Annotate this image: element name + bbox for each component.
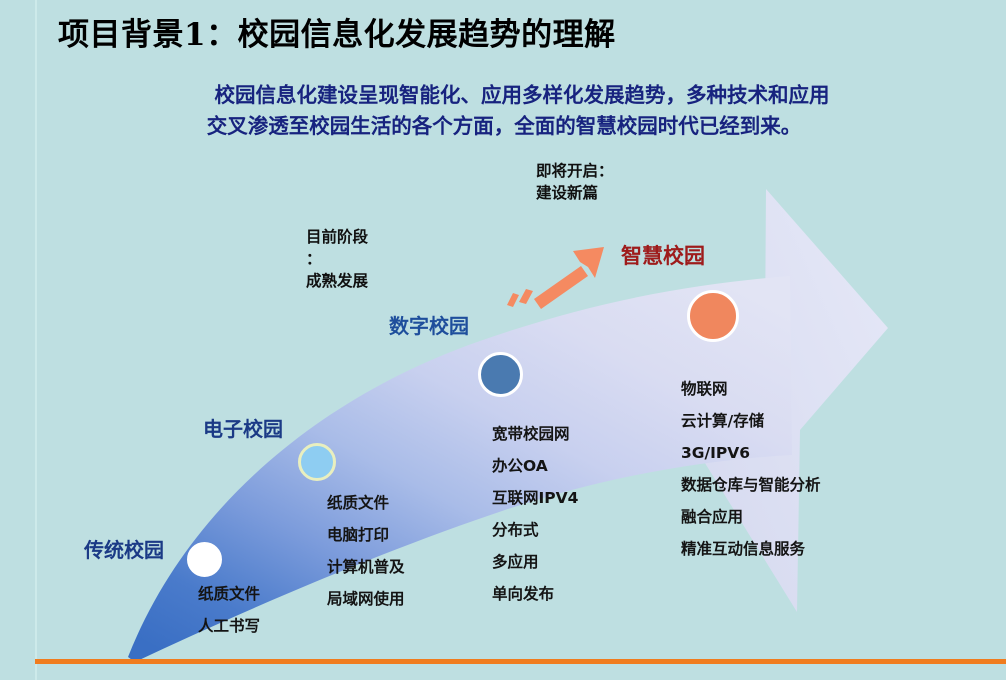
milestone-node-traditional — [187, 542, 222, 577]
feature-item: 分布式 — [492, 521, 539, 539]
stage-label-smart: 智慧校园 — [621, 244, 705, 268]
orange-arrow-head — [573, 247, 604, 278]
feature-list-traditional: 纸质文件人工书写 — [198, 578, 260, 642]
feature-item: 办公OA — [492, 457, 548, 475]
feature-item: 云计算/存储 — [681, 412, 765, 430]
feature-item: 纸质文件 — [327, 494, 390, 512]
feature-item: 3G/IPV6 — [681, 444, 751, 462]
feature-list-smart: 物联网云计算/存储 3G/IPV6 数据仓库与智能分析融合应用精准互动信息服务 — [681, 373, 821, 565]
annotation-current-line-1: 目前阶段 — [306, 228, 369, 246]
milestone-node-electronic — [298, 443, 336, 481]
orange-arrow-dash-2 — [519, 289, 533, 304]
feature-item: 局域网使用 — [327, 590, 405, 608]
feature-item: 精准互动信息服务 — [681, 540, 806, 558]
annotation-future-stage: 即将开启： 建设新篇 — [536, 160, 614, 204]
annotation-current-stage: 目前阶段 ： 成熟发展 — [306, 226, 368, 292]
feature-item: 人工书写 — [198, 617, 261, 635]
stage-label-electronic: 电子校园 — [203, 417, 283, 441]
bottom-accent-rule — [35, 659, 1006, 664]
highlight-orange-arrow — [507, 247, 604, 309]
annotation-future-line-1: 即将开启： — [536, 162, 614, 180]
left-divider-rule — [35, 0, 37, 680]
slide-subtitle: 校园信息化建设呈现智能化、应用多样化发展趋势，多种技术和应用 交叉渗透至校园生活… — [64, 80, 944, 142]
arrow-head-shape — [700, 189, 888, 612]
annotation-current-line-3: 成熟发展 — [306, 272, 369, 290]
feature-item: 互联网IPV4 — [492, 489, 579, 507]
feature-item: 计算机普及 — [327, 558, 405, 576]
feature-item: 多应用 — [492, 553, 539, 571]
feature-item: 纸质文件 — [198, 585, 261, 603]
stage-label-traditional: 传统校园 — [84, 538, 164, 562]
milestone-node-digital — [478, 352, 523, 397]
annotation-current-line-2: ： — [306, 250, 322, 268]
stage-label-digital: 数字校园 — [389, 314, 469, 338]
feature-item: 单向发布 — [492, 585, 555, 603]
page-title: 项目背景1：校园信息化发展趋势的理解 — [58, 17, 616, 53]
feature-list-electronic: 纸质文件电脑打印计算机普及局域网使用 — [327, 487, 405, 615]
arrow-band-shape — [128, 276, 792, 662]
feature-item: 物联网 — [681, 380, 728, 398]
feature-item: 电脑打印 — [327, 526, 390, 544]
feature-item: 融合应用 — [681, 508, 744, 526]
orange-arrow-shaft — [534, 266, 588, 309]
annotation-future-line-2: 建设新篇 — [536, 184, 599, 202]
subtitle-line-2: 交叉渗透至校园生活的各个方面，全面的智慧校园时代已经到来。 — [206, 114, 802, 138]
feature-list-digital: 宽带校园网办公OA 互联网IPV4 分布式多应用单向发布 — [492, 418, 578, 610]
subtitle-line-1: 校园信息化建设呈现智能化、应用多样化发展趋势，多种技术和应用 — [214, 83, 830, 107]
milestone-node-smart — [687, 290, 739, 342]
feature-item: 宽带校园网 — [492, 425, 570, 443]
orange-arrow-dash-1 — [507, 293, 519, 307]
feature-item: 数据仓库与智能分析 — [681, 476, 821, 494]
